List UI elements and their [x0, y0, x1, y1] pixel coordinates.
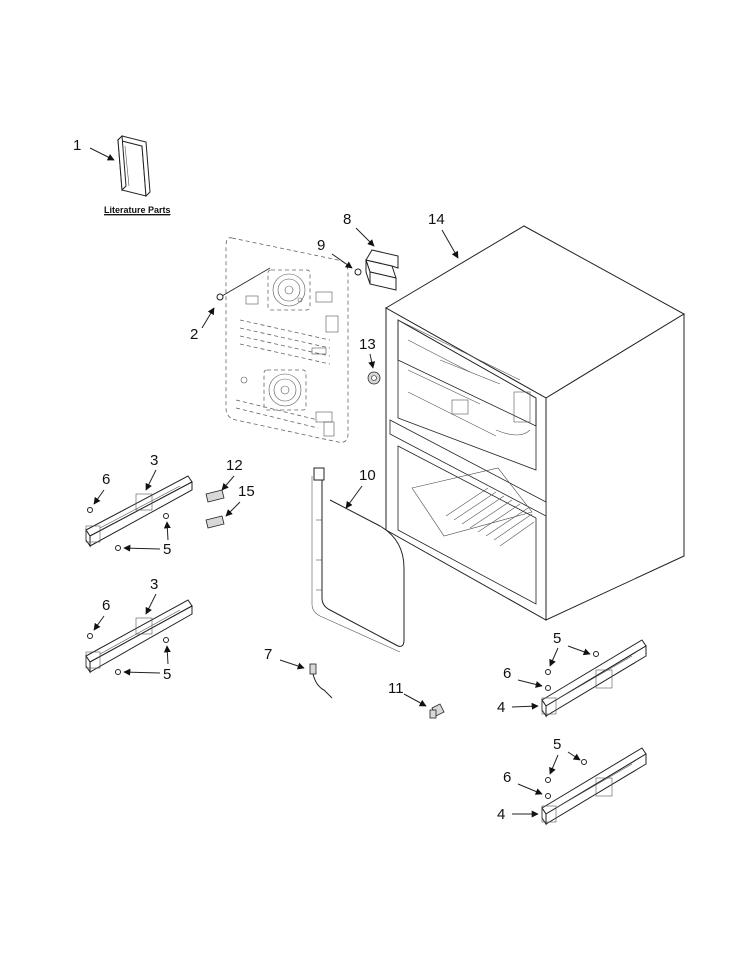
cabinet-14	[385, 225, 685, 621]
callout-6-right-upper: 6	[503, 665, 511, 682]
grommet-13	[367, 371, 381, 385]
screw-6-left-lower	[87, 633, 93, 639]
callout-15-leader	[225, 501, 241, 517]
clip-11	[429, 703, 445, 719]
callout-3-upper-leader	[145, 469, 157, 491]
callout-3-lower-leader	[145, 593, 157, 615]
slide-rail-left-lower	[85, 599, 193, 674]
callout-5-left-upper-a-leader	[163, 521, 171, 541]
callout-5-right-upper-b-leader	[549, 647, 559, 667]
callout-4-lower: 4	[497, 806, 505, 823]
callout-5-right-lower: 5	[553, 736, 561, 753]
screw-6-right-upper	[545, 685, 551, 691]
frame-10	[311, 467, 405, 653]
callout-8-leader	[355, 227, 375, 247]
callout-7-leader	[279, 659, 305, 670]
screw-6-right-lower	[545, 793, 551, 799]
literature-parts-label: Literature Parts	[104, 205, 171, 215]
callout-4-upper-leader	[511, 702, 539, 710]
literature-booklet	[117, 134, 151, 198]
screw-9	[354, 268, 362, 276]
callout-6-right-lower: 6	[503, 769, 511, 786]
callout-13-leader	[368, 353, 376, 369]
callout-9-leader	[331, 253, 353, 269]
callout-5-left-lower-a-leader	[163, 645, 171, 665]
callout-11: 11	[388, 680, 404, 697]
callout-15: 15	[238, 483, 255, 500]
callout-9: 9	[317, 237, 325, 254]
callout-1-leader	[89, 147, 115, 161]
screw-5-right-upper-b	[545, 669, 551, 675]
module-8	[365, 249, 399, 291]
callout-6-left-upper: 6	[102, 471, 110, 488]
pad-12	[205, 489, 225, 503]
callout-8: 8	[343, 211, 351, 228]
callout-10: 10	[359, 467, 376, 484]
callout-2-leader	[201, 307, 215, 329]
callout-5-left-lower-a: 5	[163, 666, 171, 683]
screw-5-right-lower-b	[545, 777, 551, 783]
screw-6-left-upper	[87, 507, 93, 513]
screw-5-left-lower-a	[163, 637, 169, 643]
callout-12-leader	[221, 475, 235, 491]
callout-6-left-upper-leader	[93, 489, 105, 505]
screw-5-left-upper-b	[115, 545, 121, 551]
slide-rail-right-upper	[541, 639, 647, 718]
screw-5-left-upper-a	[163, 513, 169, 519]
callout-5-right-lower-b-leader	[549, 754, 559, 775]
callout-10-leader	[345, 485, 363, 509]
callout-5-left-lower-b-leader	[123, 668, 161, 676]
callout-11-leader	[403, 693, 427, 707]
slide-rail-left-upper	[85, 475, 193, 548]
callout-6-right-upper-leader	[517, 679, 543, 688]
callout-5-right-upper-a-leader	[567, 645, 591, 656]
callout-14-leader	[441, 229, 459, 259]
callout-12: 12	[226, 457, 243, 474]
callout-3-lower: 3	[150, 576, 158, 593]
callout-1: 1	[73, 137, 81, 154]
callout-2: 2	[190, 326, 198, 343]
sensor-7	[309, 663, 333, 699]
slide-rail-right-lower	[541, 747, 647, 826]
callout-6-left-lower: 6	[102, 597, 110, 614]
callout-6-left-lower-leader	[93, 615, 105, 631]
callout-5-left-upper-b-leader	[123, 544, 161, 552]
screw-5-left-lower-b	[115, 669, 121, 675]
callout-3-upper: 3	[150, 452, 158, 469]
callout-5-right-lower-a-leader	[567, 751, 581, 761]
callout-6-right-lower-leader	[517, 783, 543, 795]
callout-4-upper: 4	[497, 699, 505, 716]
pad-15	[205, 515, 225, 529]
callout-13: 13	[359, 336, 376, 353]
callout-5-right-upper: 5	[553, 630, 561, 647]
screw-5-right-lower-a	[581, 759, 587, 765]
control-panel-assembly	[225, 237, 349, 443]
screw-5-right-upper-a	[593, 651, 599, 657]
callout-14: 14	[428, 211, 445, 228]
callout-7: 7	[264, 646, 272, 663]
screw-2	[216, 267, 271, 301]
callout-5-left-upper-a: 5	[163, 541, 171, 558]
